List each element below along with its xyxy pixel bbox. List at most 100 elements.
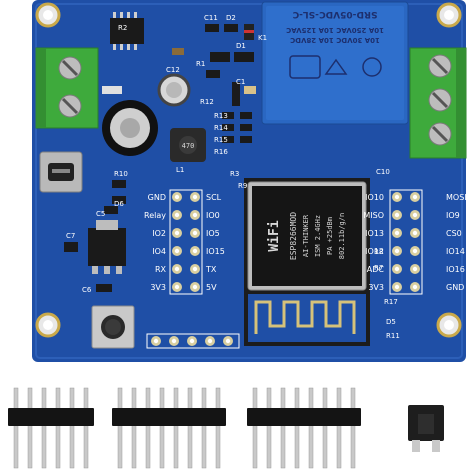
- pin-label: SCL: [206, 193, 222, 202]
- part-designator: R3: [230, 170, 239, 178]
- part-designator: C12: [166, 66, 180, 74]
- part-designator: C10: [376, 168, 390, 176]
- part-designator: R11: [386, 332, 400, 340]
- pin-label: IO16: [446, 265, 465, 274]
- pin-label: 3V3: [368, 283, 384, 292]
- pin-label: 3V3: [150, 283, 166, 292]
- header-pin: [69, 387, 75, 469]
- screw-terminal-icon: [35, 47, 99, 129]
- part-designator: R10: [114, 170, 128, 178]
- pin-label: GND: [148, 193, 166, 202]
- header-pin: [173, 387, 179, 469]
- header-pin: [117, 387, 123, 469]
- smd-components: [222, 112, 252, 143]
- part-designator: R13: [214, 112, 228, 120]
- reset-button[interactable]: [91, 305, 135, 349]
- header-pin: [41, 387, 47, 469]
- part-designator: R17: [384, 298, 398, 306]
- part-designator: C7: [66, 232, 75, 240]
- part-designator: R12: [200, 98, 214, 106]
- header-pin: [215, 387, 221, 469]
- header-pin: [145, 387, 151, 469]
- pin-label: IO9: [446, 211, 460, 220]
- header-pin: [187, 387, 193, 469]
- header-pin: [322, 387, 328, 469]
- inductor-value: 470: [182, 142, 195, 150]
- pin-label: IO12: [365, 247, 384, 256]
- relay-rating-text: 10A 250VAC 10A 125VAC: [286, 26, 384, 34]
- relay-rating-text-2: 10A 30VDC 10A 28VDC: [290, 36, 380, 44]
- pin-label: CS0: [446, 229, 462, 238]
- voltage-regulator: [88, 220, 126, 274]
- pin-label: TX: [205, 265, 217, 274]
- part-designator: C1: [236, 78, 245, 86]
- header-pin: [55, 387, 61, 469]
- header-pin: [252, 387, 258, 469]
- ic-chip: [110, 12, 144, 50]
- part-designator: R7: [374, 264, 383, 272]
- header-pin: [294, 387, 300, 469]
- part-designator: C11: [204, 14, 218, 22]
- module-power: PA +25dBm: [326, 217, 334, 255]
- pin-label: IO4: [152, 247, 166, 256]
- pin-label: IO0: [206, 211, 220, 220]
- pin-header-icon: [8, 387, 361, 469]
- pin-label: 5V: [206, 283, 217, 292]
- header-pin: [336, 387, 342, 469]
- module-vendor: AI-THINKER: [302, 214, 310, 257]
- smd-components: [172, 24, 256, 106]
- header-pin: [131, 387, 137, 469]
- part-designator: C5: [96, 210, 105, 218]
- capacitor: [102, 73, 191, 156]
- pin-label: MISO: [363, 211, 384, 220]
- inductor: 470: [170, 128, 206, 162]
- jumper-icon: [408, 405, 444, 452]
- part-designator: D5: [386, 318, 396, 326]
- module-standard: 802.11b/g/n: [338, 213, 346, 259]
- pin-label: MOSI: [446, 193, 467, 202]
- smd-components: [64, 180, 126, 292]
- pin-label: IO15: [206, 247, 225, 256]
- part-designator: K1: [258, 34, 267, 42]
- pin-label: RX: [155, 265, 167, 274]
- header-pin: [13, 387, 19, 469]
- part-designator: R2: [118, 24, 127, 32]
- part-designator: R14: [214, 124, 228, 132]
- pin-label: IO10: [365, 193, 384, 202]
- module-band: ISM 2.4GHz: [314, 215, 322, 257]
- header-pin: [308, 387, 314, 469]
- part-designator: D6: [114, 200, 124, 208]
- part-designator: R9: [238, 182, 247, 190]
- part-designator: D2: [226, 14, 236, 22]
- part-designator: R1: [196, 60, 205, 68]
- pin-label: Relay: [144, 211, 166, 220]
- pin-label: IO14: [446, 247, 465, 256]
- header-pin: [27, 387, 33, 469]
- part-designator: D1: [236, 42, 246, 50]
- header-pin: [266, 387, 272, 469]
- usb-port-icon: [39, 151, 83, 193]
- part-designator: R15: [214, 136, 228, 144]
- pin-header-icon: [146, 189, 423, 349]
- header-pin: [83, 387, 89, 469]
- header-pin: [280, 387, 286, 469]
- header-pin: [350, 387, 356, 469]
- part-designator: R8: [374, 248, 383, 256]
- relay-model-text: SRD-05VDC-SL-C: [292, 9, 377, 19]
- module-name: ESP8266MOD: [289, 212, 298, 260]
- wifi-icon: WiFi: [267, 220, 282, 251]
- pin-label: GND: [446, 283, 464, 292]
- pin-label: ADC: [367, 265, 385, 274]
- pin-label: IO5: [206, 229, 220, 238]
- pin-label: IO2: [152, 229, 166, 238]
- part-designator: C6: [82, 286, 92, 294]
- wifi-module: WiFi ESP8266MOD AI-THINKER ISM 2.4GHz PA…: [244, 178, 370, 346]
- part-designator: R16: [214, 148, 228, 156]
- pin-label: IO13: [365, 229, 384, 238]
- header-pin: [159, 387, 165, 469]
